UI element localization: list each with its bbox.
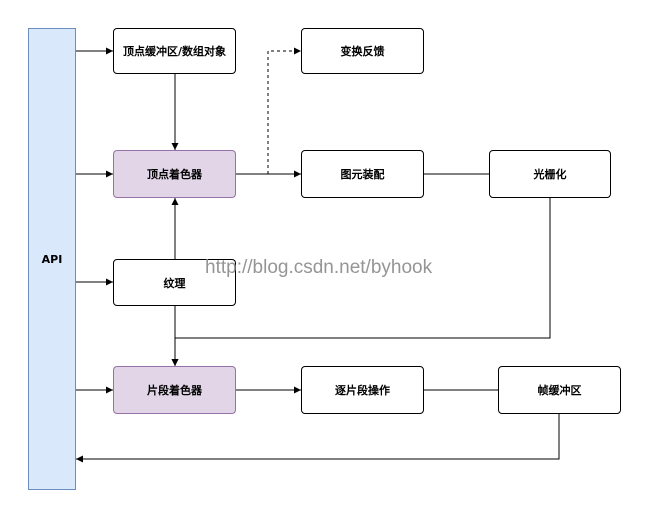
edge-vertex-shader-transform-feedback: [267, 47, 301, 174]
node-vertex-buffer[interactable]: 顶点缓冲区/数组对象: [113, 28, 236, 74]
node-fragment-shader-label: 片段着色器: [147, 384, 202, 397]
node-per-fragment-ops[interactable]: 逐片段操作: [301, 366, 424, 414]
node-per-fragment-ops-label: 逐片段操作: [335, 384, 390, 397]
watermark-text: http://blog.csdn.net/byhook: [205, 257, 433, 278]
node-fragment-shader[interactable]: 片段着色器: [113, 366, 236, 414]
node-transform-feedback[interactable]: 变换反馈: [301, 28, 424, 74]
node-framebuffer-label: 帧缓冲区: [537, 384, 582, 397]
node-vertex-buffer-label: 顶点缓冲区/数组对象: [122, 45, 227, 58]
node-transform-feedback-label: 变换反馈: [340, 45, 385, 58]
node-vertex-shader-label: 顶点着色器: [147, 168, 202, 181]
node-texture-label: 纹理: [163, 276, 186, 290]
node-framebuffer[interactable]: 帧缓冲区: [498, 366, 621, 414]
edge-framebuffer-api: [76, 414, 560, 463]
node-vertex-shader[interactable]: 顶点着色器: [113, 150, 236, 198]
node-primitive-assembly[interactable]: 图元装配: [301, 150, 424, 198]
api-label: API: [41, 252, 63, 266]
node-rasterization[interactable]: 光栅化: [489, 150, 611, 198]
node-rasterization-label: 光栅化: [533, 168, 567, 181]
api-bar: API: [28, 28, 76, 490]
node-primitive-assembly-label: 图元装配: [340, 168, 385, 181]
node-texture[interactable]: 纹理: [113, 259, 236, 306]
